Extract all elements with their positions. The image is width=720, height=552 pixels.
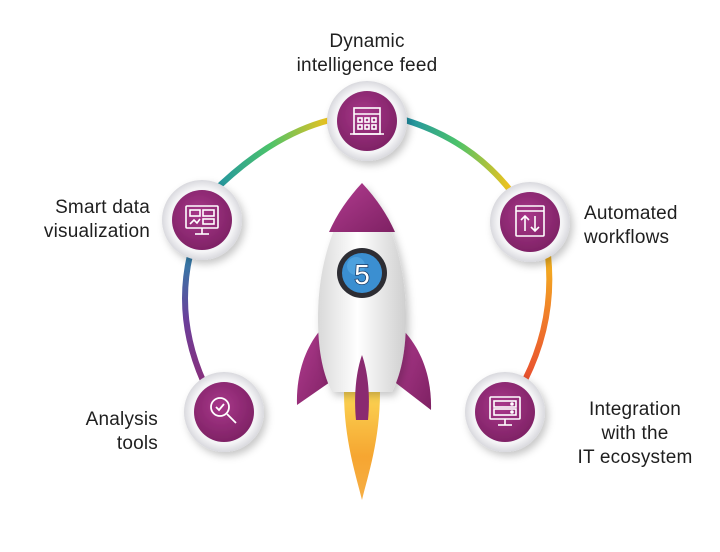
rocket: 5	[296, 183, 432, 500]
label-line: Automated	[584, 203, 678, 224]
node-analysis[interactable]	[184, 372, 264, 452]
rocket-nose-cone	[329, 183, 395, 232]
building-icon	[350, 107, 384, 135]
label-line: intelligence feed	[296, 55, 438, 76]
transfer-arrows-icon	[515, 205, 545, 237]
rocket-center-fin	[355, 355, 369, 420]
label-line: Analysis	[85, 409, 158, 430]
label-line: workflows	[584, 227, 670, 248]
label-integration: Integration with the IT ecosystem	[560, 398, 710, 470]
ring-arc-top-left	[207, 117, 333, 198]
node-integration[interactable]	[465, 372, 545, 452]
ring-arc-right	[522, 252, 553, 383]
dashboard-monitor-icon	[185, 205, 219, 235]
label-line: tools	[116, 433, 158, 454]
label-line: IT ecosystem	[577, 447, 693, 468]
label-line: Integration	[589, 399, 681, 420]
label-line: Smart data	[55, 197, 150, 218]
magnifier-icon	[210, 397, 237, 424]
label-line: visualization	[43, 221, 150, 242]
label-smart-data: Smart data visualization	[10, 196, 150, 244]
node-automated[interactable]	[490, 182, 570, 262]
ring-arc-top-right	[402, 117, 513, 193]
label-line: Dynamic	[329, 31, 405, 52]
rocket-window-glare	[347, 257, 365, 275]
node-smart-data[interactable]	[162, 180, 242, 260]
label-automated: Automated workflows	[584, 202, 714, 250]
node-dynamic-feed[interactable]	[327, 81, 407, 161]
label-dynamic-feed: Dynamic intelligence feed	[262, 30, 472, 78]
server-monitor-icon	[489, 396, 521, 426]
rocket-number: 5	[354, 259, 370, 290]
label-line: with the	[601, 423, 669, 444]
label-analysis: Analysis tools	[30, 408, 158, 456]
rocket-flame	[344, 392, 380, 500]
ring-arc-left	[182, 252, 208, 388]
